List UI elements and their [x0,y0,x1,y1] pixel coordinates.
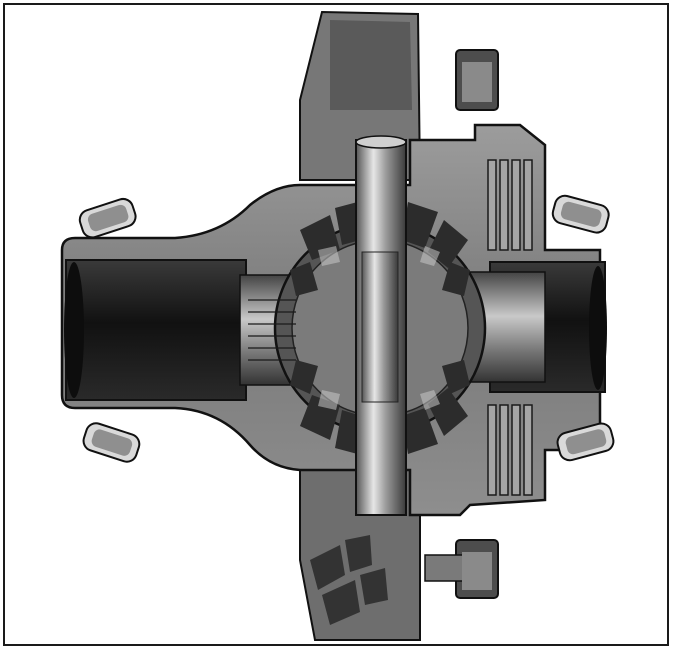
clutch-pack [487,159,533,496]
bolt-bottom [424,539,499,599]
bearing-roller-bottom-right [556,422,615,462]
left-axle-bore [64,259,301,401]
bolt-top [455,49,499,111]
axle-splines [248,299,296,361]
right-axle-bore [469,261,607,393]
figure-border [3,3,669,646]
bearing-roller-top-left [78,197,137,239]
ring-gear [299,10,422,641]
bearing-roller-top-right [551,194,610,234]
bearing-roller-bottom-left [82,422,141,463]
cross-pin [355,135,407,516]
